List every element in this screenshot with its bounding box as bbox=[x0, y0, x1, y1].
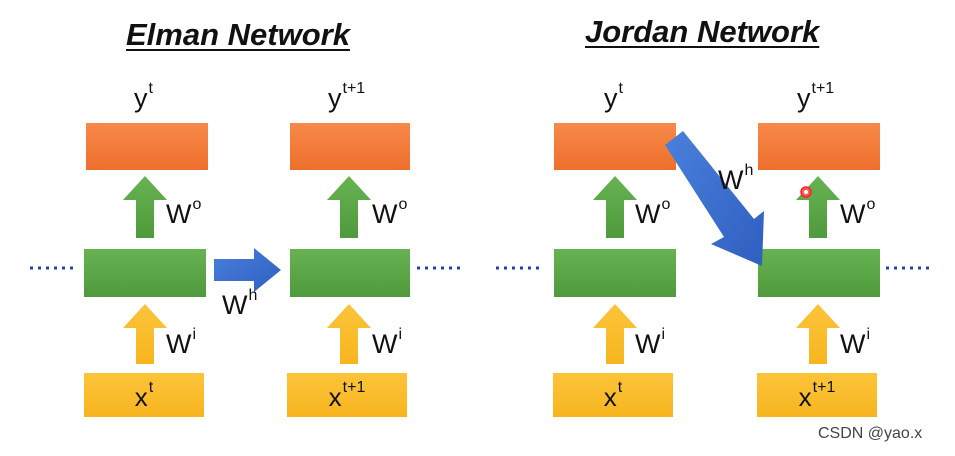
elman-label-y-t: yt bbox=[134, 80, 153, 113]
jordan-label-wh: Wh bbox=[718, 162, 754, 195]
elman-label-x-t: xt bbox=[134, 379, 154, 412]
elman-hidden-box-t bbox=[84, 249, 206, 297]
jordan-hidden-box-t bbox=[554, 249, 676, 297]
jordan-output-box-t bbox=[554, 123, 676, 170]
jordan-label-wi-t: Wi bbox=[635, 326, 666, 359]
jordan-wh-arrow bbox=[665, 131, 764, 266]
jordan-hidden-box-t1 bbox=[758, 249, 880, 297]
elman-label-wh: Wh bbox=[222, 287, 258, 320]
jordan-label-y-t: yt bbox=[604, 80, 623, 113]
elman-input-box-t1 bbox=[287, 373, 407, 417]
jordan-label-y-t1: yt+1 bbox=[797, 80, 835, 113]
elman-label-x-t1: xt+1 bbox=[328, 379, 366, 412]
jordan-label-wo-t: Wo bbox=[635, 196, 671, 229]
jordan-wi-arrow-t bbox=[593, 304, 637, 364]
elman-input-box-t bbox=[84, 373, 204, 417]
elman-label-wi-t1: Wi bbox=[372, 326, 403, 359]
elman-output-box-t bbox=[86, 123, 208, 170]
elman-label-y-t1: yt+1 bbox=[328, 80, 366, 113]
jordan-input-box-t bbox=[553, 373, 673, 417]
elman-label-wo-t: Wo bbox=[166, 196, 202, 229]
elman-wo-arrow-t bbox=[123, 176, 167, 238]
jordan-label-x-t: xt bbox=[603, 379, 623, 412]
elman-wi-arrow-t bbox=[123, 304, 167, 364]
jordan-diagram bbox=[496, 123, 934, 417]
pointer-marker-center bbox=[804, 190, 808, 194]
jordan-title: Jordan Network bbox=[585, 14, 820, 49]
elman-wo-arrow-t1 bbox=[327, 176, 371, 238]
elman-output-box-t1 bbox=[290, 123, 410, 170]
elman-label-wo-t1: Wo bbox=[372, 196, 408, 229]
jordan-input-box-t1 bbox=[757, 373, 877, 417]
elman-wi-arrow-t1 bbox=[327, 304, 371, 364]
jordan-wo-arrow-t1 bbox=[796, 176, 840, 238]
jordan-label-wi-t1: Wi bbox=[840, 326, 871, 359]
elman-wh-arrow bbox=[214, 248, 281, 292]
elman-diagram bbox=[30, 123, 464, 417]
jordan-wo-arrow-t bbox=[593, 176, 637, 238]
jordan-wi-arrow-t1 bbox=[796, 304, 840, 364]
watermark: CSDN @yao.x bbox=[818, 425, 923, 442]
jordan-label-x-t1: xt+1 bbox=[798, 379, 836, 412]
jordan-output-box-t1 bbox=[758, 123, 880, 170]
elman-label-wi-t: Wi bbox=[166, 326, 197, 359]
elman-hidden-box-t1 bbox=[290, 249, 410, 297]
jordan-label-wo-t1: Wo bbox=[840, 196, 876, 229]
elman-title: Elman Network bbox=[126, 17, 350, 52]
